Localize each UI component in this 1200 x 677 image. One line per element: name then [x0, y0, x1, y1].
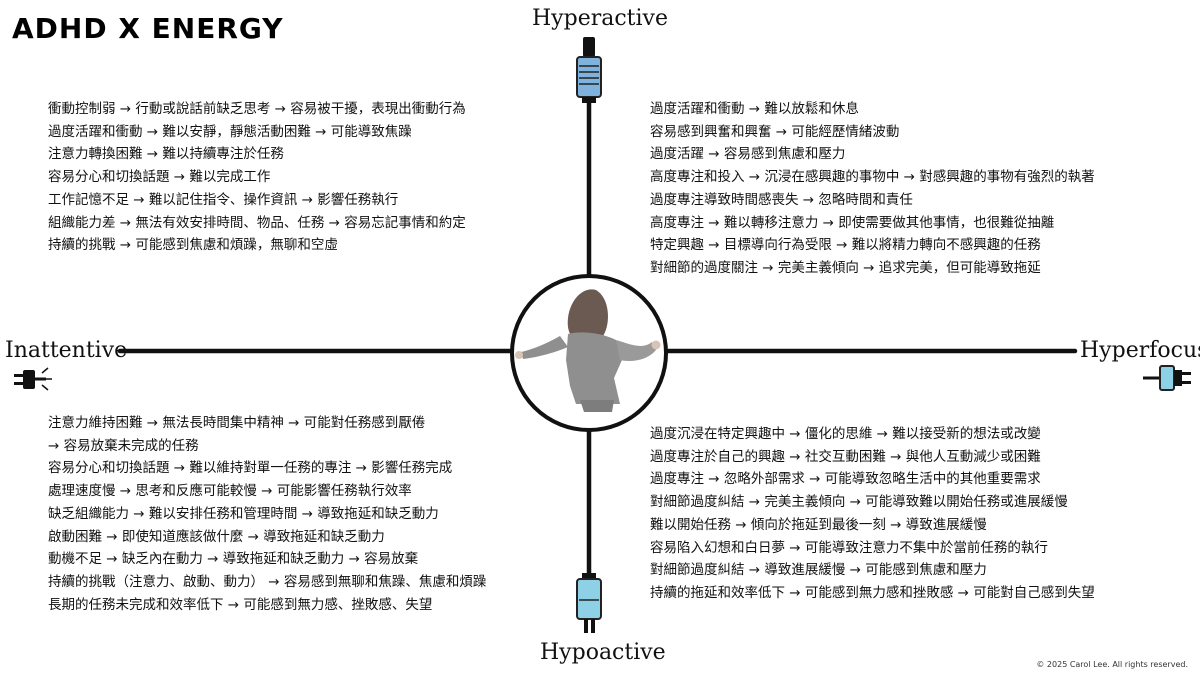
quadrant-line: 注意力維持困難 → 無法長時間集中精神 → 可能對任務感到厭倦	[48, 415, 426, 431]
quadrant-line: 過度專注導致時間感喪失 → 忽略時間和責任	[650, 191, 913, 208]
plug-spark-left-icon	[14, 367, 52, 391]
quadrant-line: 容易陷入幻想和白日夢 → 可能導致注意力不集中於當前任務的執行	[650, 539, 1048, 556]
quadrant-line: 容易分心和切換話題 → 難以完成工作	[48, 169, 271, 186]
quadrant-line: 啟動困難 → 即使知道應該做什麼 → 導致拖延和缺乏動力	[48, 528, 385, 545]
quadrant-line: 組織能力差 → 無法有效安排時間、物品、任務 → 容易忘記事情和約定	[48, 214, 466, 231]
quadrant-line: 難以開始任務 → 傾向於拖延到最後一刻 → 導致進展緩慢	[650, 516, 987, 533]
quadrant-bottom-left: 注意力維持困難 → 無法長時間集中精神 → 可能對任務感到厭倦 → 容易放棄未完…	[48, 412, 568, 616]
quadrant-line: 過度專注 → 忽略外部需求 → 可能導致忽略生活中的其他重要需求	[650, 471, 1041, 488]
quadrant-line: 持續的拖延和效率低下 → 可能感到無力感和挫敗感 → 可能對自己感到失望	[650, 584, 1095, 601]
quadrant-line: 對細節過度糾結 → 完美主義傾向 → 可能導致難以開始任務或進展緩慢	[650, 494, 1068, 511]
quadrant-line: 高度專注和投入 → 沉浸在感興趣的事物中 → 對感興趣的事物有強烈的執著	[650, 169, 1095, 186]
quadrant-line: 持續的挑戰（注意力、啟動、動力） → 容易感到無聊和焦躁、焦慮和煩躁	[48, 573, 487, 590]
axis-lines	[117, 97, 1078, 578]
quadrant-line: 長期的任務未完成和效率低下 → 可能感到無力感、挫敗感、失望	[48, 596, 433, 613]
quadrant-top-left: 衝動控制弱 → 行動或說話前缺乏思考 → 容易被干擾，表現出衝動行為 過度活躍和…	[48, 98, 568, 257]
quadrant-line: 過度沉浸在特定興趣中 → 僵化的思維 → 難以接受新的想法或改變	[650, 426, 1041, 442]
axis-label-hyperfocus: Hyperfocus	[1080, 338, 1200, 363]
quadrant-line: 工作記憶不足 → 難以記住指令、操作資訊 → 影響任務執行	[48, 191, 399, 208]
quadrant-line: 對細節過度糾結 → 導致進展緩慢 → 可能感到焦慮和壓力	[650, 562, 987, 579]
person-dancing-icon	[515, 289, 661, 412]
axis-label-inattentive: Inattentive	[5, 338, 128, 363]
copyright-notice: © 2025 Carol Lee. All rights reserved.	[1036, 660, 1188, 669]
quadrant-line: → 容易放棄未完成的任務	[48, 437, 199, 454]
quadrant-line: 高度專注 → 難以轉移注意力 → 即使需要做其他事情，也很難從抽離	[650, 214, 1055, 231]
axis-label-hypoactive: Hypoactive	[540, 640, 666, 665]
quadrant-line: 過度專注於自己的興趣 → 社交互動困難 → 與他人互動減少或困難	[650, 448, 1041, 465]
axis-label-hyperactive: Hyperactive	[532, 6, 668, 31]
quadrant-line: 衝動控制弱 → 行動或說話前缺乏思考 → 容易被干擾，表現出衝動行為	[48, 101, 466, 117]
page-title: ADHD X ENERGY	[12, 12, 284, 45]
battery-connector-bottom-icon	[576, 573, 602, 633]
quadrant-line: 容易分心和切換話題 → 難以維持對單一任務的專注 → 影響任務完成	[48, 460, 453, 477]
quadrant-line: 處理速度慢 → 思考和反應可能較慢 → 可能影響任務執行效率	[48, 483, 412, 500]
quadrant-line: 注意力轉換困難 → 難以持續專注於任務	[48, 146, 284, 163]
quadrant-line: 特定興趣 → 目標導向行為受限 → 難以將精力轉向不感興趣的任務	[650, 237, 1041, 254]
quadrant-bottom-right: 過度沉浸在特定興趣中 → 僵化的思維 → 難以接受新的想法或改變 過度專注於自己…	[650, 423, 1190, 605]
quadrant-line: 對細節的過度關注 → 完美主義傾向 → 追求完美，但可能導致拖延	[650, 259, 1041, 276]
quadrant-line: 持續的挑戰 → 可能感到焦慮和煩躁，無聊和空虛	[48, 237, 338, 254]
quadrant-top-right: 過度活躍和衝動 → 難以放鬆和休息 容易感到興奮和興奮 → 可能經歷情緒波動 過…	[650, 98, 1190, 280]
battery-connector-top-icon	[576, 37, 602, 103]
quadrant-line: 容易感到興奮和興奮 → 可能經歷情緒波動	[650, 123, 900, 140]
plug-right-icon	[1143, 365, 1191, 391]
quadrant-line: 過度活躍和衝動 → 難以安靜，靜態活動困難 → 可能導致焦躁	[48, 123, 412, 140]
quadrant-line: 過度活躍和衝動 → 難以放鬆和休息	[650, 101, 859, 117]
quadrant-line: 過度活躍 → 容易感到焦慮和壓力	[650, 146, 846, 163]
quadrant-line: 動機不足 → 缺乏內在動力 → 導致拖延和缺乏動力 → 容易放棄	[48, 551, 419, 568]
quadrant-line: 缺乏組織能力 → 難以安排任務和管理時間 → 導致拖延和缺乏動力	[48, 505, 439, 522]
